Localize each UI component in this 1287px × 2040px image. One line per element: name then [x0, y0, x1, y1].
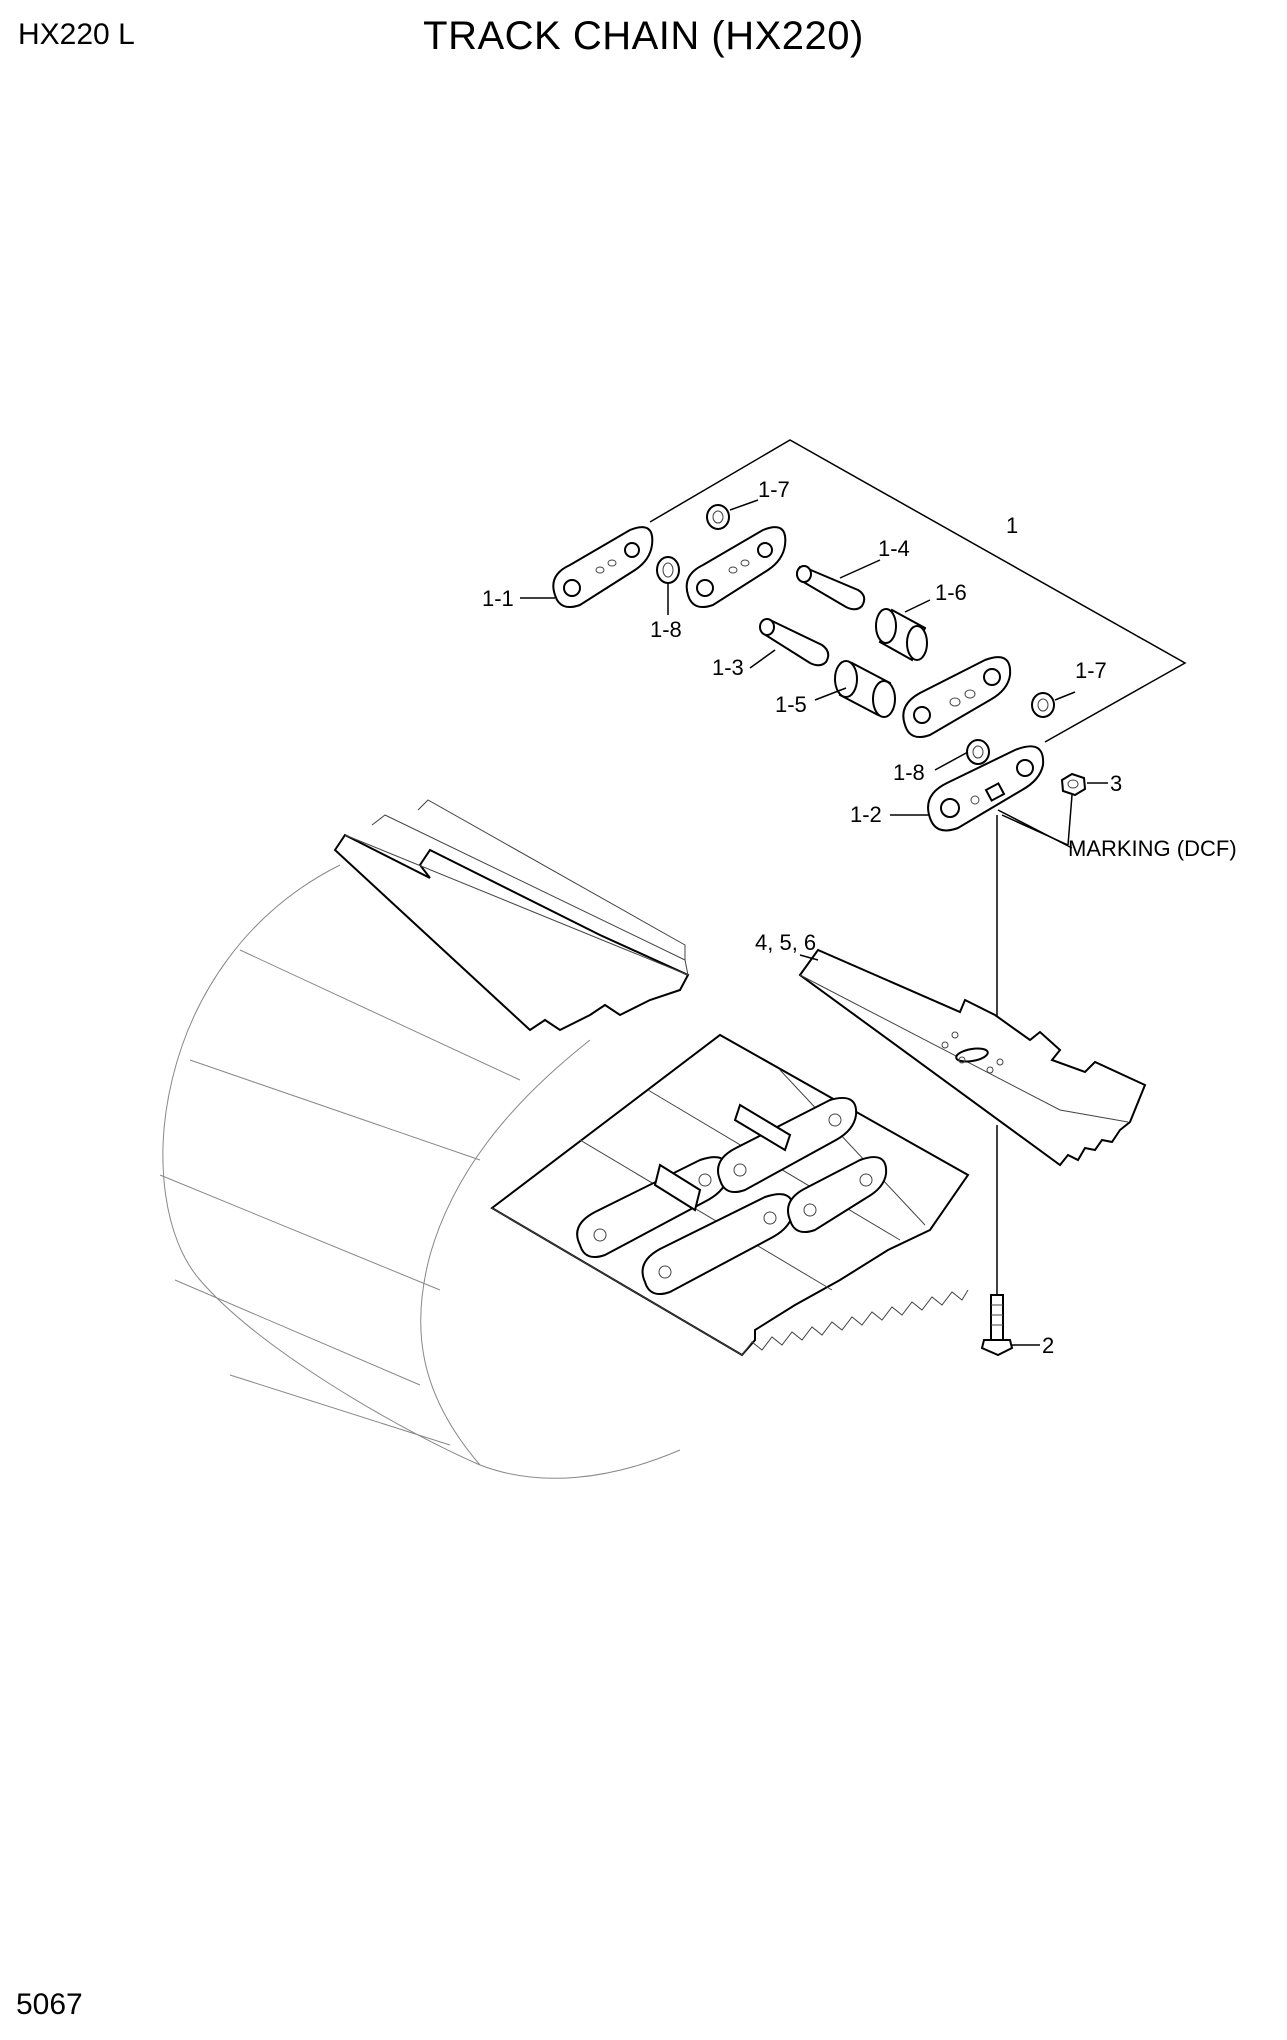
bushing-1-5 [834, 660, 896, 718]
callout-3: 3 [1110, 771, 1122, 796]
page-title: TRACK CHAIN (HX220) [423, 14, 864, 58]
pin-1-3 [759, 618, 830, 667]
bolt-2 [980, 1294, 1014, 1357]
page-number: 5067 [16, 1988, 83, 2021]
callout-2: 2 [1042, 1333, 1054, 1358]
leader-lines [520, 499, 1108, 1346]
callout-labels: 1 1-1 1-8 1-7 1-4 1-6 1-3 1-5 1-7 1-8 1-… [482, 477, 1237, 1358]
callout-1-7-upper: 1-7 [758, 477, 790, 502]
track-belt [159, 799, 970, 1479]
callout-4-5-6: 4, 5, 6 [755, 930, 816, 955]
seal-1-7-upper [706, 504, 730, 530]
callout-1-7-right: 1-7 [1075, 658, 1107, 683]
nut-3 [1060, 772, 1087, 797]
assembly-bracket [649, 439, 1187, 743]
link-1-1 [552, 526, 654, 608]
callout-1-1: 1-1 [482, 586, 514, 611]
seal-1-7-right [1031, 692, 1055, 718]
link-middle [902, 656, 1012, 738]
callout-1-8-lower: 1-8 [893, 760, 925, 785]
model-code: HX220 L [18, 18, 135, 51]
link-upper [685, 526, 787, 608]
callout-1: 1 [1006, 513, 1018, 538]
pin-1-4 [796, 565, 866, 611]
callout-1-8-upper: 1-8 [650, 617, 682, 642]
callout-1-4: 1-4 [878, 536, 910, 561]
callout-1-5: 1-5 [775, 692, 807, 717]
bushing-1-6 [875, 608, 928, 662]
callout-marking: MARKING (DCF) [1068, 836, 1237, 861]
callout-1-6: 1-6 [935, 580, 967, 605]
seal-1-8-lower [966, 739, 990, 765]
callout-1-2: 1-2 [850, 802, 882, 827]
callout-1-3: 1-3 [712, 655, 744, 680]
seal-1-8-upper [656, 556, 680, 584]
marking-leader [997, 794, 1073, 849]
link-1-2 [927, 745, 1045, 832]
track-shoe-4-5-6 [798, 948, 1147, 1167]
